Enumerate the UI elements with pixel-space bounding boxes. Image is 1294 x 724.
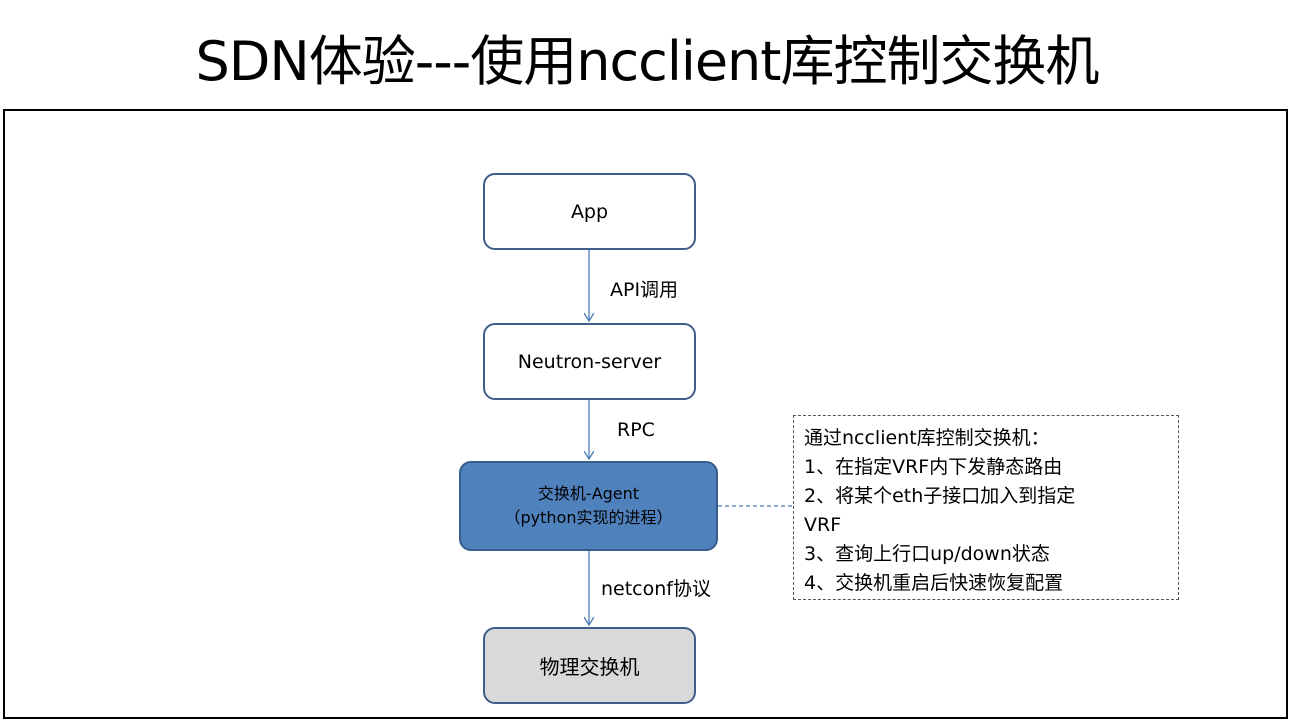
switch-agent-node: 交换机-Agent （python实现的进程） bbox=[459, 461, 718, 551]
note-item: 4、交换机重启后快速恢复配置 bbox=[804, 572, 1064, 594]
slide-title: SDN体验---使用ncclient库控制交换机 bbox=[195, 30, 1100, 93]
switch-agent-subtitle: （python实现的进程） bbox=[504, 508, 673, 527]
app-node: App bbox=[483, 173, 696, 250]
api-call-label: API调用 bbox=[610, 279, 679, 301]
physical-switch-node: 物理交换机 bbox=[483, 627, 696, 704]
rpc-label: RPC bbox=[617, 419, 655, 441]
app-node-label: App bbox=[570, 200, 609, 223]
note-item: 1、在指定VRF内下发静态路由 bbox=[804, 456, 1063, 478]
neutron-server-node: Neutron-server bbox=[483, 323, 696, 400]
note-item: 2、将某个eth子接口加入到指定 bbox=[804, 485, 1076, 507]
diagram-frame bbox=[3, 109, 1288, 719]
neutron-server-label: Neutron-server bbox=[517, 350, 662, 373]
netconf-label: netconf协议 bbox=[601, 578, 711, 600]
note-item: 3、查询上行口up/down状态 bbox=[804, 543, 1050, 565]
note-heading: 通过ncclient库控制交换机： bbox=[804, 427, 1050, 449]
switch-agent-title: 交换机-Agent bbox=[537, 484, 640, 503]
note-item: VRF bbox=[804, 514, 842, 536]
callout-note: 通过ncclient库控制交换机： 1、在指定VRF内下发静态路由 2、将某个e… bbox=[793, 415, 1179, 600]
physical-switch-label: 物理交换机 bbox=[539, 655, 640, 679]
